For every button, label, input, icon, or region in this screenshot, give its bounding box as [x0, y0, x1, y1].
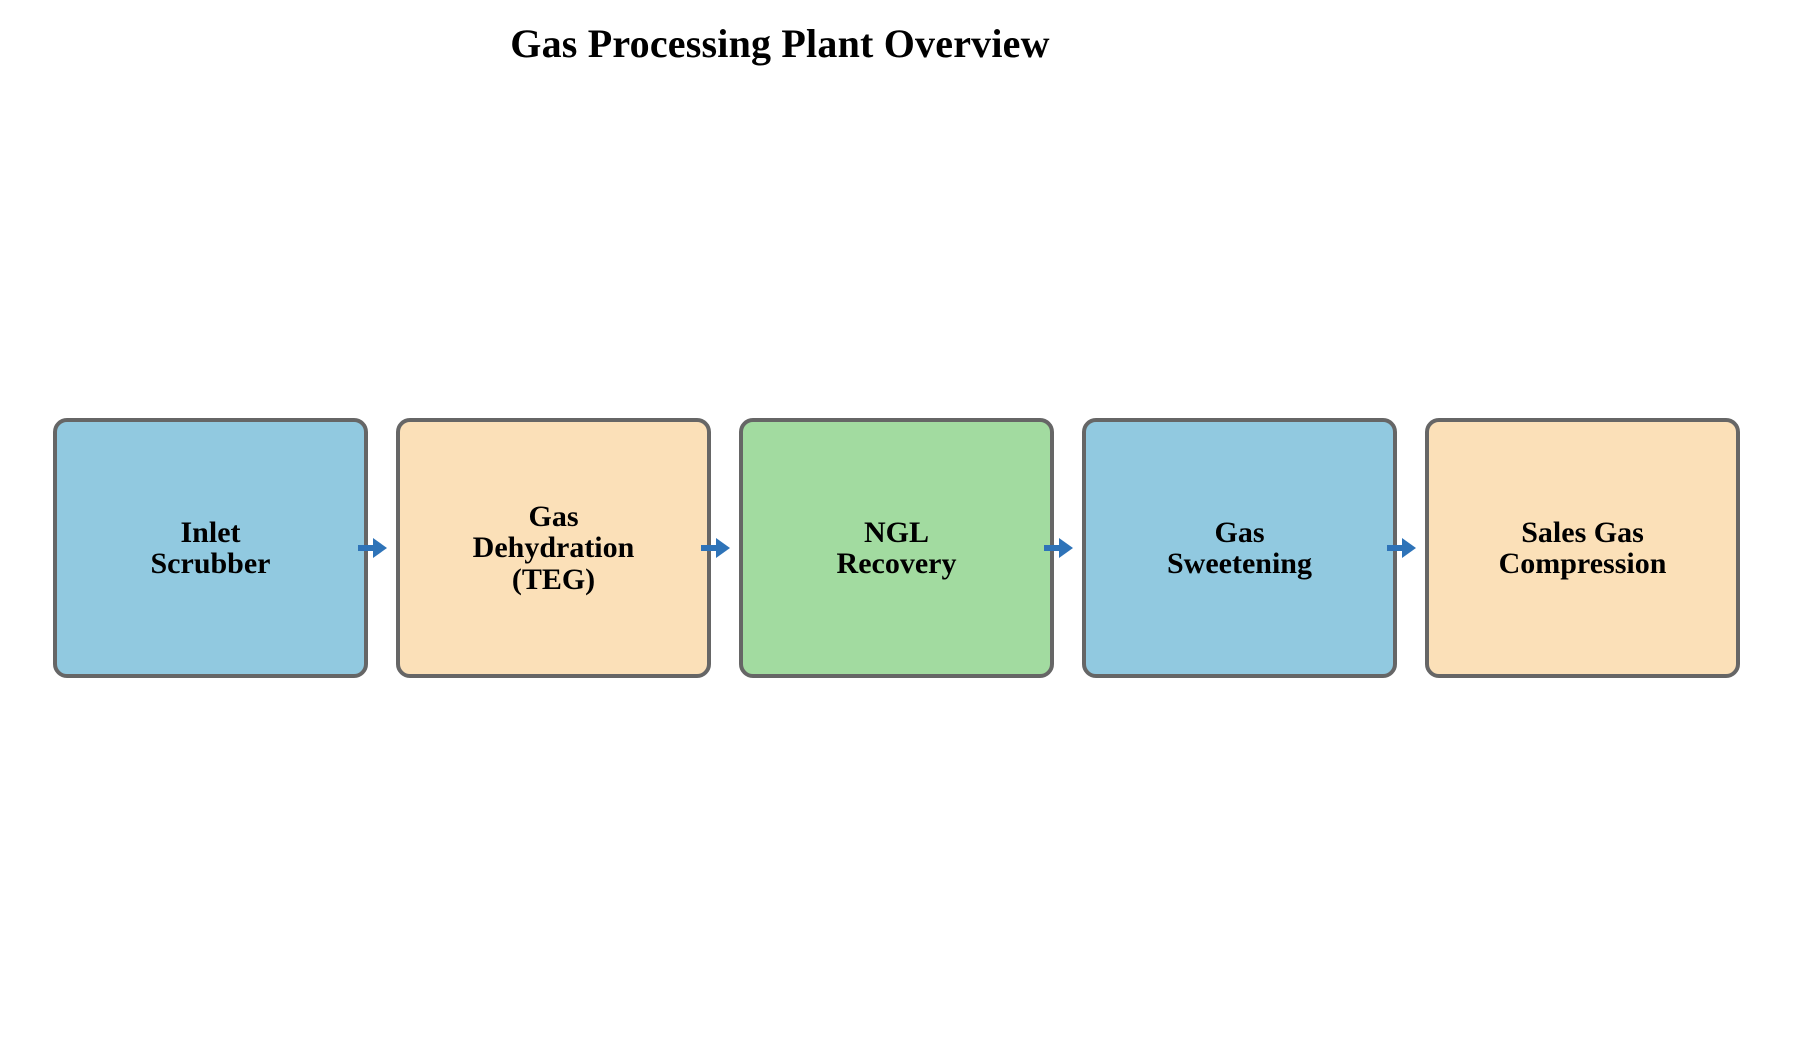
arrow-right-icon — [1387, 535, 1417, 561]
process-node-inlet-scrubber[interactable]: Inlet Scrubber — [53, 418, 368, 678]
process-node-gas-dehydration[interactable]: Gas Dehydration (TEG) — [396, 418, 711, 678]
process-node-label: Inlet Scrubber — [150, 515, 271, 580]
process-node-label: NGL Recovery — [836, 515, 957, 580]
process-node-label: Sales Gas Compression — [1498, 515, 1667, 580]
process-flow-row: Inlet Scrubber Gas Dehydration (TEG) NGL… — [53, 418, 1740, 678]
process-node-sales-gas-compression[interactable]: Sales Gas Compression — [1425, 418, 1740, 678]
process-node-label: Gas Dehydration (TEG) — [472, 499, 635, 596]
process-node-label: Gas Sweetening — [1167, 515, 1312, 580]
page-title: Gas Processing Plant Overview — [510, 21, 1050, 66]
arrow-right-icon — [1044, 535, 1074, 561]
process-node-ngl-recovery[interactable]: NGL Recovery — [739, 418, 1054, 678]
arrow-right-icon — [358, 535, 388, 561]
arrow-right-icon — [701, 535, 731, 561]
process-node-gas-sweetening[interactable]: Gas Sweetening — [1082, 418, 1397, 678]
